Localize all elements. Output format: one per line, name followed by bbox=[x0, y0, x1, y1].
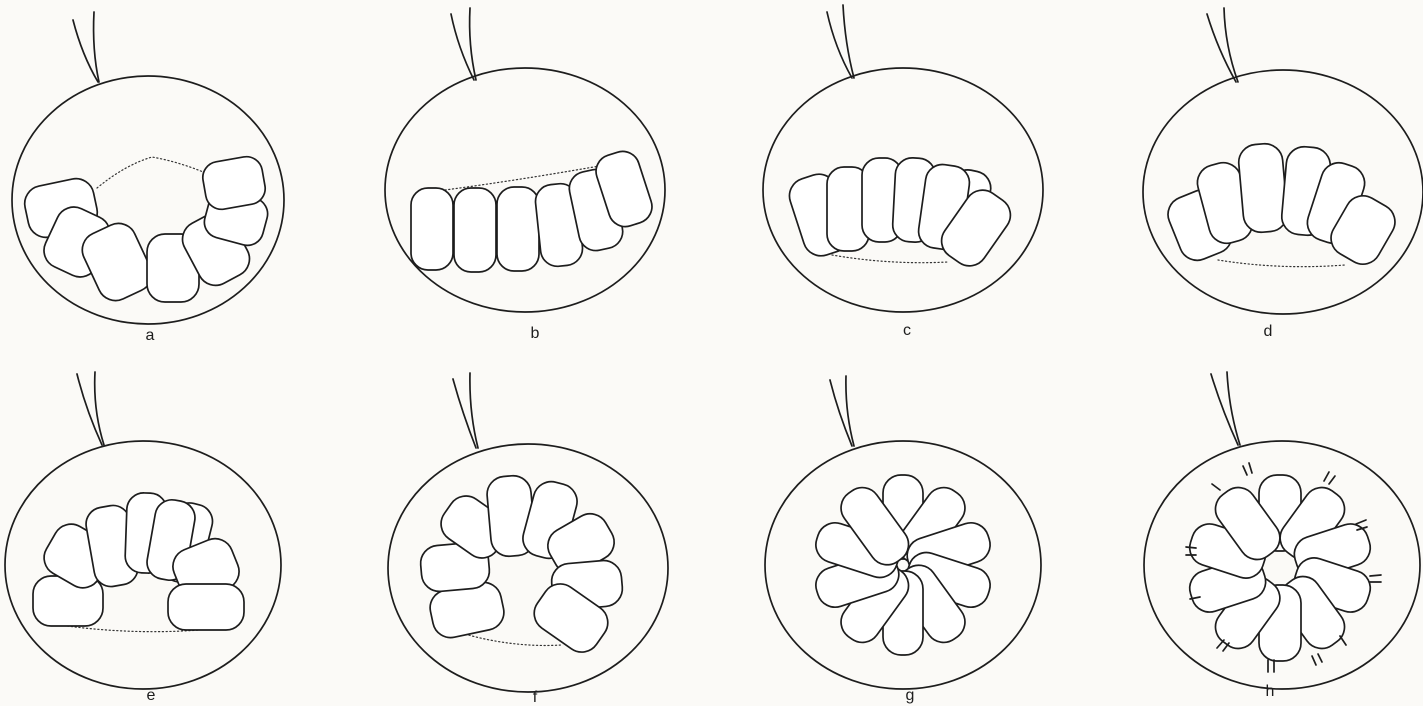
stalk bbox=[1207, 8, 1238, 82]
cell-row bbox=[785, 157, 1018, 273]
panel-c: c bbox=[763, 5, 1043, 339]
cilia-tuft bbox=[1212, 484, 1220, 490]
stalk bbox=[77, 372, 104, 445]
panel-d: d bbox=[1143, 8, 1423, 340]
cilia-tuft bbox=[1312, 654, 1322, 665]
cell bbox=[168, 584, 244, 630]
cilia-tuft bbox=[1268, 660, 1274, 672]
stalk bbox=[1211, 372, 1240, 445]
panel-label: a bbox=[146, 327, 155, 344]
panel-label: g bbox=[906, 687, 915, 704]
stalk bbox=[827, 5, 854, 78]
panel-h: h bbox=[1144, 372, 1420, 700]
dotted-boundary bbox=[97, 157, 208, 188]
stalk bbox=[830, 376, 854, 446]
panel-label: b bbox=[531, 325, 540, 342]
cell-row bbox=[1163, 142, 1402, 270]
dotted-boundary bbox=[458, 632, 562, 645]
cell-rosette bbox=[811, 475, 995, 655]
dotted-boundary bbox=[832, 255, 948, 263]
panel-label: h bbox=[1266, 683, 1275, 700]
panel-label: e bbox=[147, 687, 156, 704]
panel-e: e bbox=[5, 372, 281, 704]
cell-row bbox=[21, 154, 271, 306]
panel-b: b bbox=[385, 8, 665, 342]
cell bbox=[411, 188, 453, 270]
cell-ring bbox=[419, 474, 624, 659]
panel-label: f bbox=[533, 689, 538, 706]
cell bbox=[1237, 142, 1289, 234]
dotted-boundary bbox=[1218, 260, 1345, 267]
cilia-tuft bbox=[1340, 636, 1346, 645]
cell-rosette bbox=[1185, 475, 1375, 661]
cell bbox=[497, 187, 539, 271]
cilia-tuft bbox=[1243, 463, 1252, 475]
panel-f: f bbox=[388, 373, 668, 706]
cell-ring bbox=[33, 492, 244, 630]
cell-row bbox=[411, 147, 656, 272]
stalk bbox=[451, 8, 476, 80]
stalk bbox=[73, 12, 99, 82]
stalk bbox=[453, 373, 478, 448]
cilia-tuft bbox=[1370, 575, 1381, 582]
panel-a: a bbox=[12, 12, 284, 344]
cell bbox=[454, 188, 496, 272]
panel-label: c bbox=[903, 322, 911, 339]
panel-g: g bbox=[765, 376, 1041, 704]
panel-label: d bbox=[1264, 323, 1273, 340]
cilia-tuft bbox=[1324, 472, 1335, 484]
